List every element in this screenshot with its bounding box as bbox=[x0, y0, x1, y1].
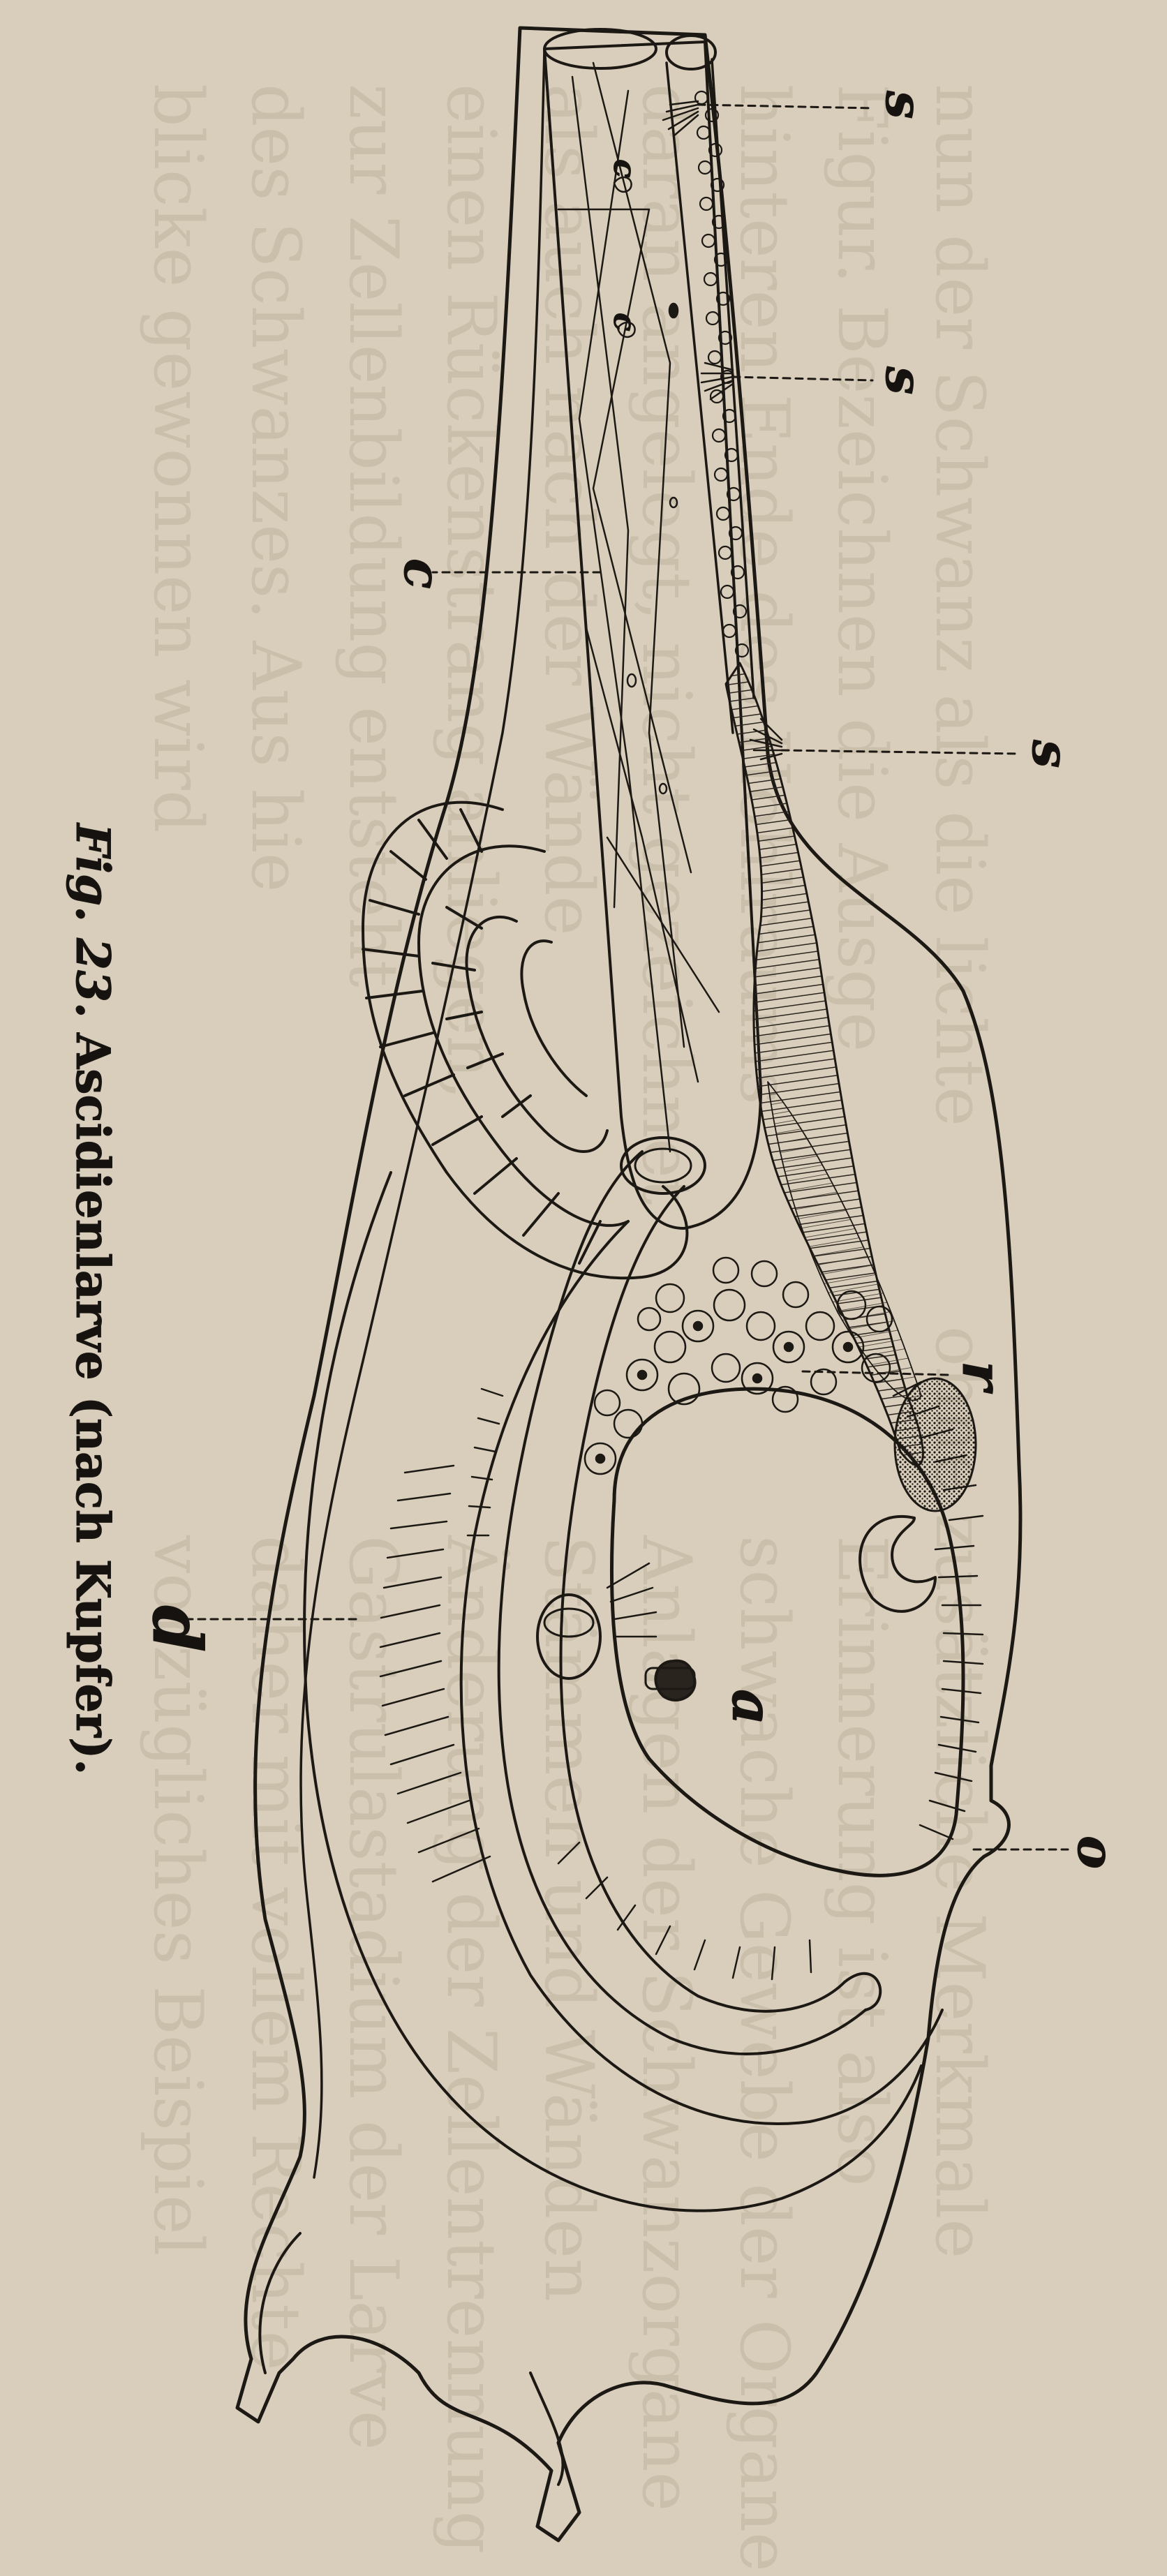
otolith-cup bbox=[860, 1517, 935, 1611]
label-s-middle: s bbox=[875, 366, 934, 395]
caption-prefix: Fig. 23. bbox=[66, 822, 120, 1018]
label-o: o bbox=[1066, 1836, 1126, 1869]
label-r: r bbox=[950, 1361, 1016, 1394]
label-d: d bbox=[137, 1605, 216, 1652]
label-c: c bbox=[393, 558, 452, 589]
figure-caption: Fig. 23. Ascidienlarve (nach Kupfer). bbox=[66, 822, 120, 1775]
label-c-cell: c bbox=[607, 313, 642, 332]
eye-pigment-spot bbox=[895, 1378, 976, 1511]
label-s-bottom: s bbox=[1021, 739, 1080, 768]
caption-title: Ascidienlarve (nach Kupfer). bbox=[66, 1032, 120, 1775]
label-a: a bbox=[720, 1689, 785, 1725]
body-wall-outer bbox=[304, 1172, 921, 2211]
label-s-top: s bbox=[875, 90, 934, 119]
vesicle-knob-inner bbox=[544, 1609, 593, 1637]
label-leader-lines bbox=[188, 105, 1068, 1849]
statocyst bbox=[655, 1661, 694, 1700]
larva-outer-tunic bbox=[237, 28, 1020, 2540]
tail-outer bbox=[544, 42, 761, 1228]
label-c-cell: c bbox=[607, 159, 642, 178]
tail-muscle-cells bbox=[558, 63, 719, 1152]
adhesive-papillae bbox=[260, 2233, 563, 2485]
mantle-striations bbox=[380, 1389, 811, 1979]
coiled-intestine bbox=[363, 803, 687, 1279]
